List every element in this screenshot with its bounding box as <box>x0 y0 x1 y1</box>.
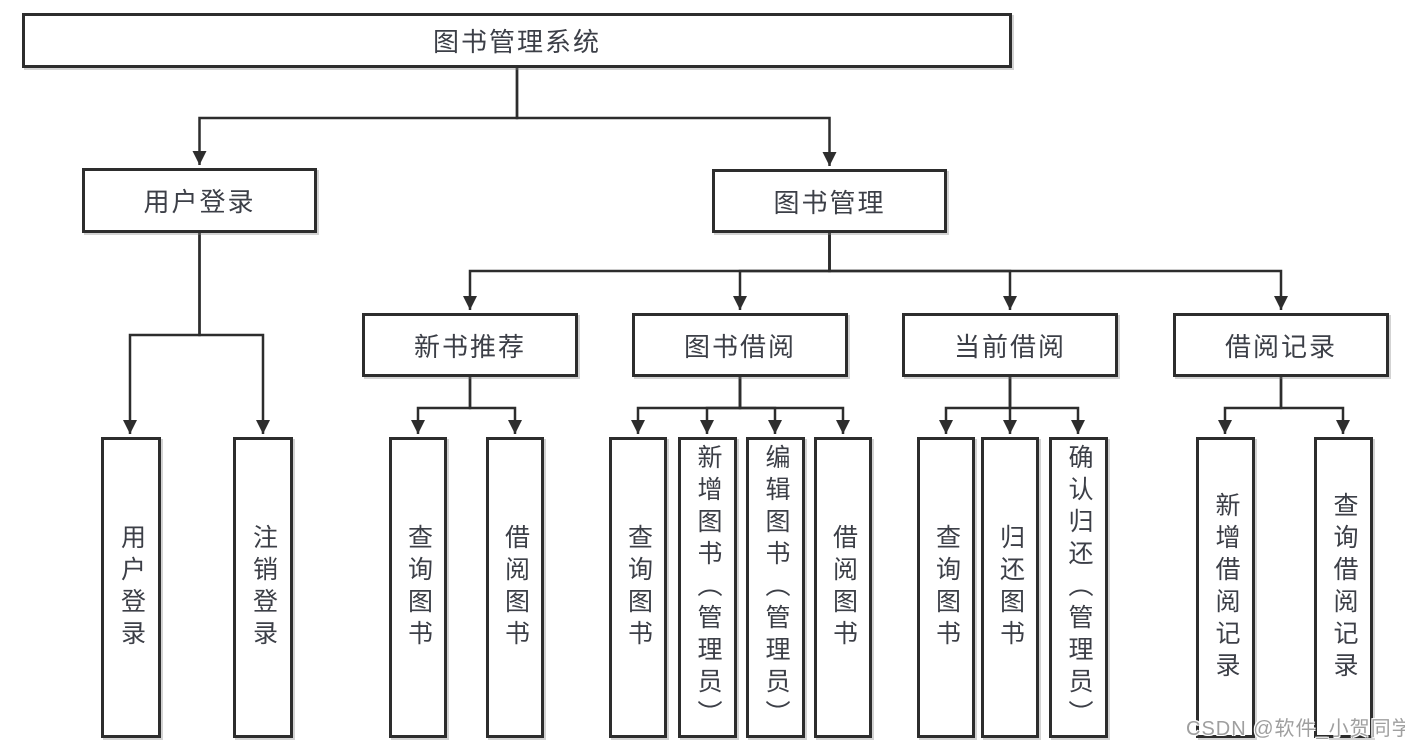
node-label: 新增图书（管理员） <box>694 443 722 732</box>
connector <box>738 377 782 434</box>
connector <box>1008 377 1085 434</box>
node-library-system: 图书管理系统 <box>22 13 1012 68</box>
connector <box>515 68 837 166</box>
connector <box>1279 377 1350 434</box>
connector <box>123 233 201 434</box>
node-label: 编辑图书（管理员） <box>762 443 790 732</box>
node-label: 注销登录 <box>249 523 278 652</box>
leaf-return-book: 归还图书 <box>981 437 1039 738</box>
node-label: 当前借阅 <box>953 331 1066 362</box>
leaf-add-borrow-record: 新增借阅记录 <box>1196 437 1255 738</box>
node-label: 查询图书 <box>404 523 433 652</box>
leaf-borrow-books: 借阅图书 <box>814 437 872 738</box>
node-book-management: 图书管理 <box>712 169 947 233</box>
watermark: CSDN @软件_小贺同学 <box>1186 718 1405 740</box>
node-label: 新书推荐 <box>413 331 526 362</box>
node-label: 借阅图书 <box>829 523 858 652</box>
connector <box>192 68 519 165</box>
connector <box>700 377 742 434</box>
leaf-confirm-return-admin: 确认归还（管理员） <box>1049 437 1108 738</box>
connector <box>631 377 742 434</box>
node-label: 查询图书 <box>624 523 653 652</box>
node-label: 借阅记录 <box>1224 331 1337 362</box>
node-user-login: 用户登录 <box>82 168 317 233</box>
node-borrow-records: 借阅记录 <box>1173 313 1389 377</box>
node-current-borrow: 当前借阅 <box>902 313 1118 377</box>
connector <box>411 377 472 434</box>
leaf-borrow-books-recommend: 借阅图书 <box>486 437 544 738</box>
node-label: 归还图书 <box>996 523 1025 652</box>
leaf-query-borrow-record: 查询借阅记录 <box>1314 437 1373 738</box>
node-label: 图书借阅 <box>683 331 796 362</box>
node-new-book-recommend: 新书推荐 <box>362 313 578 377</box>
leaf-logout: 注销登录 <box>233 437 293 738</box>
node-label: 确认归还（管理员） <box>1065 443 1093 732</box>
node-label: 图书管理 <box>773 187 886 218</box>
leaf-edit-book-admin: 编辑图书（管理员） <box>746 437 805 738</box>
connector <box>1218 377 1283 434</box>
connector <box>828 233 1288 310</box>
node-book-borrow: 图书借阅 <box>632 313 848 377</box>
leaf-user-login: 用户登录 <box>101 437 161 738</box>
node-label: 新增借阅记录 <box>1212 491 1240 684</box>
leaf-query-books-borrow: 查询图书 <box>609 437 667 738</box>
connector <box>733 233 831 310</box>
connector <box>198 233 270 434</box>
node-label: 用户登录 <box>117 523 146 652</box>
node-label: 查询借阅记录 <box>1330 491 1358 684</box>
connector <box>939 377 1012 434</box>
node-label: 查询图书 <box>932 523 961 652</box>
node-label: 用户登录 <box>143 187 256 217</box>
leaf-query-books-current: 查询图书 <box>917 437 975 738</box>
leaf-query-books-recommend: 查询图书 <box>389 437 447 738</box>
connector <box>738 377 850 434</box>
leaf-add-book-admin: 新增图书（管理员） <box>678 437 737 738</box>
node-label: 借阅图书 <box>501 523 530 652</box>
connector <box>468 377 522 434</box>
node-label: 图书管理系统 <box>432 27 601 57</box>
